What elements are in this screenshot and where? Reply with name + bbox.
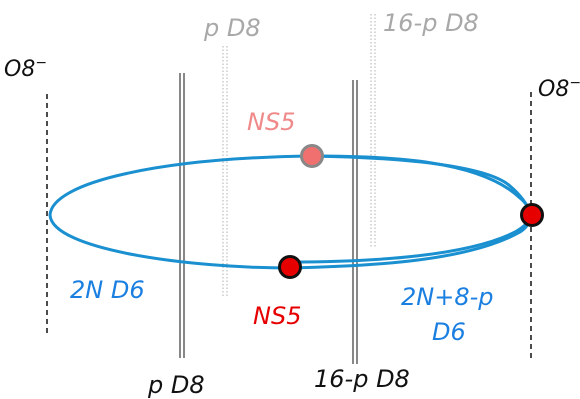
p-d8-bottom-label: p D8 (147, 371, 205, 399)
two-n-8p-d6-label-line2: D6 (432, 318, 466, 346)
p-d8-top-label: p D8 (203, 14, 261, 42)
d6-strand-lower (289, 214, 534, 264)
sixteen-p-d8-top-label: 16-p D8 (383, 9, 479, 37)
ns5-right-on-o8 (520, 203, 544, 227)
ns5-bottom (278, 255, 302, 279)
d6-strand-inner (311, 154, 534, 216)
ns5-top-label: NS5 (247, 108, 295, 136)
ns5-top-faded (300, 144, 324, 168)
two-n-d6-label: 2N D6 (70, 276, 145, 304)
two-n-8p-d6-label-line1: 2N+8-p (401, 283, 494, 311)
o8-left-label: O8− (4, 55, 47, 82)
d6-loop-outer (48, 154, 532, 270)
ns5-bottom-label: NS5 (253, 302, 301, 330)
o8-right-label: O8− (538, 75, 580, 102)
sixteen-p-d8-bottom-label: 16-p D8 (314, 365, 410, 393)
